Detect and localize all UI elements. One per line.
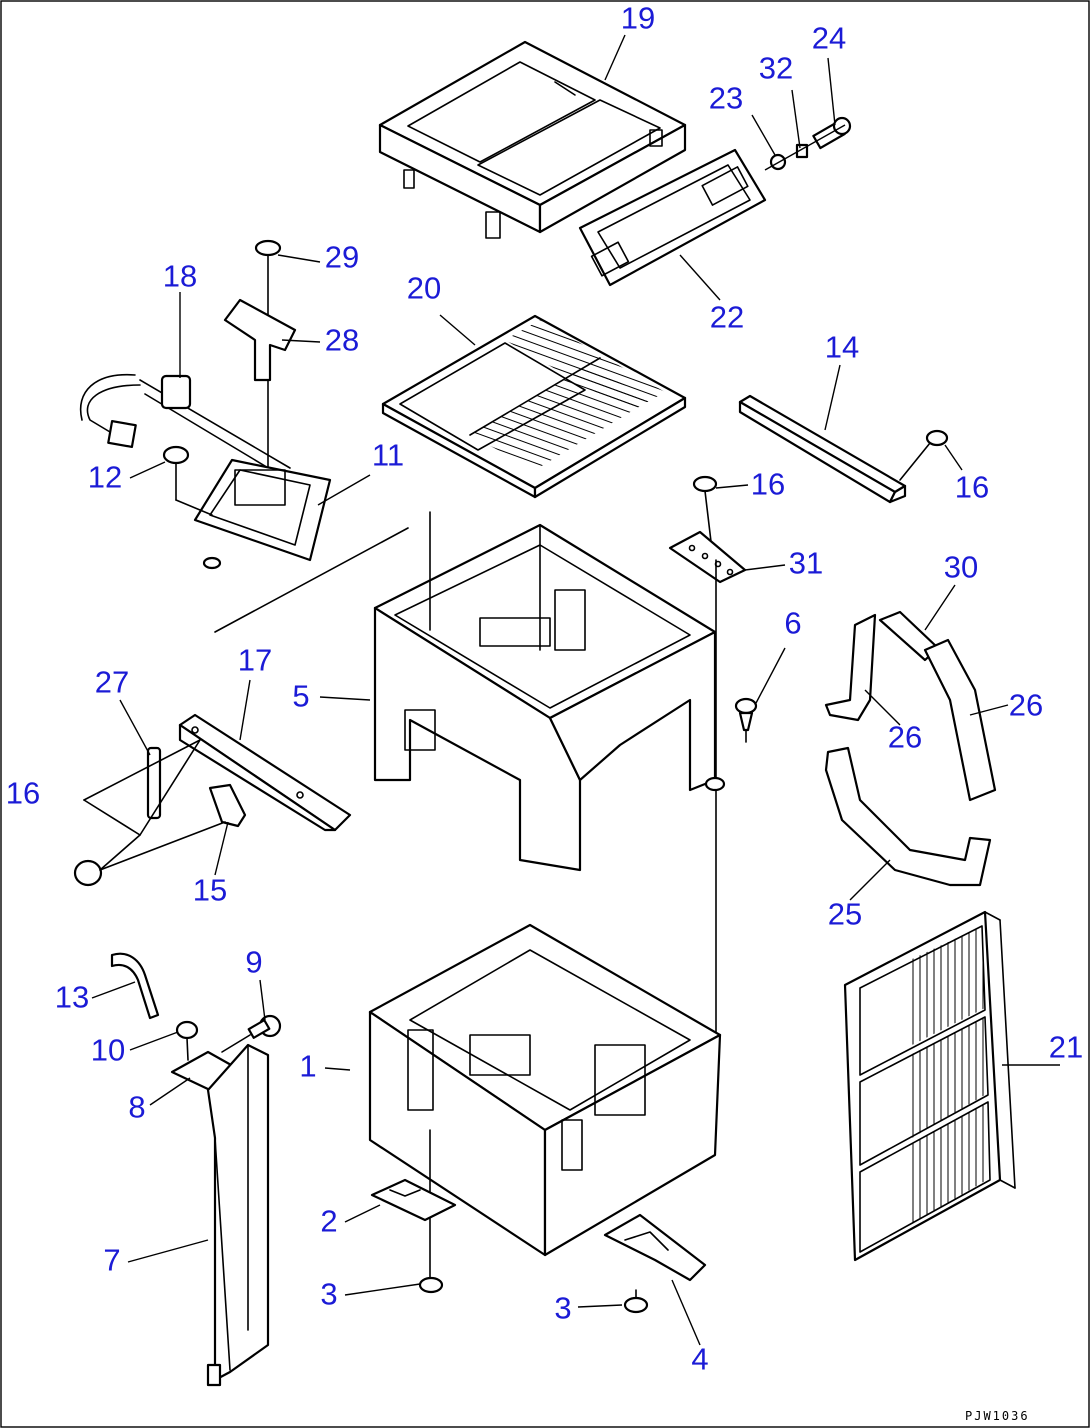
part-14-rail: [738, 394, 907, 504]
callout-28[interactable]: 28: [325, 323, 359, 358]
callout-29[interactable]: 29: [325, 240, 359, 275]
part-16-clip-left: [73, 859, 103, 887]
part-16-clip-right: [899, 429, 949, 481]
part-26-duct-right: [923, 638, 997, 802]
callout-8[interactable]: 8: [128, 1090, 145, 1125]
part-20-filter: [381, 314, 687, 499]
callout-32[interactable]: 32: [759, 51, 793, 86]
part-21-side-grille: [843, 910, 1016, 1262]
callout-12[interactable]: 12: [88, 460, 122, 495]
callout-26-right[interactable]: 26: [1009, 688, 1043, 723]
part-3-screw-left: [418, 1276, 444, 1294]
part-15-clip: [208, 783, 247, 828]
callout-17[interactable]: 17: [238, 643, 272, 678]
callout-19[interactable]: 19: [621, 1, 655, 36]
callout-27[interactable]: 27: [95, 665, 129, 700]
callout-30[interactable]: 30: [944, 550, 978, 585]
leader-lines: [91, 34, 1060, 1346]
part-12-screw: [162, 445, 213, 516]
callout-9[interactable]: 9: [245, 945, 262, 980]
callout-15[interactable]: 15: [193, 873, 227, 908]
part-26-duct-left: [824, 613, 877, 722]
callout-13[interactable]: 13: [55, 980, 89, 1015]
callout-11[interactable]: 11: [372, 438, 404, 473]
part-28-bracket: [223, 298, 297, 382]
callout-3-left[interactable]: 3: [320, 1277, 337, 1312]
part-4-bracket: [603, 1213, 707, 1282]
callout-21[interactable]: 21: [1049, 1030, 1083, 1065]
part-2-plate: [370, 1178, 457, 1222]
callout-16-left[interactable]: 16: [6, 776, 40, 811]
part-32-nut: [795, 143, 809, 159]
callout-1[interactable]: 1: [299, 1049, 316, 1084]
part-25-duct-lower: [824, 746, 992, 887]
callout-16-top[interactable]: 16: [751, 467, 785, 502]
callout-labels: 19 24 32 23 29 18 20 22 28 14 12 11 16 1…: [6, 1, 1083, 1377]
part-3-screw-right: [623, 1289, 649, 1314]
part-17-bracket: [178, 713, 352, 832]
callout-23[interactable]: 23: [709, 81, 743, 116]
part-1-lower-case: [368, 923, 722, 1286]
part-31-plate: [668, 530, 747, 584]
callout-14[interactable]: 14: [825, 330, 859, 365]
callout-24[interactable]: 24: [812, 21, 846, 56]
callout-31[interactable]: 31: [789, 546, 823, 581]
part-22-slide-bracket: [578, 148, 767, 287]
callout-20[interactable]: 20: [407, 271, 441, 306]
callout-18[interactable]: 18: [163, 259, 197, 294]
part-19-top-cover: [378, 40, 687, 239]
part-9-bolt: [221, 1014, 282, 1053]
callout-26-left[interactable]: 26: [888, 720, 922, 755]
callout-2[interactable]: 2: [320, 1204, 337, 1239]
part-13-hook: [110, 952, 160, 1020]
callout-3-right[interactable]: 3: [554, 1291, 571, 1326]
rod-grommet: [704, 776, 726, 792]
part-6-clip: [734, 697, 758, 743]
part-5-upper-case: [373, 511, 717, 872]
part-11-control-unit: [193, 458, 332, 570]
callout-10[interactable]: 10: [91, 1033, 125, 1068]
callout-16-right[interactable]: 16: [955, 470, 989, 505]
part-10-washer: [175, 1020, 199, 1061]
callout-7[interactable]: 7: [103, 1243, 120, 1278]
callout-4[interactable]: 4: [691, 1342, 708, 1377]
callout-6[interactable]: 6: [784, 606, 801, 641]
callout-22[interactable]: 22: [710, 300, 744, 335]
callout-5[interactable]: 5: [292, 679, 309, 714]
part-7-panel: [206, 1043, 270, 1387]
part-18-wire-harness: [79, 373, 291, 479]
drawing-code: PJW1036: [965, 1409, 1030, 1423]
callout-25[interactable]: 25: [828, 897, 862, 932]
